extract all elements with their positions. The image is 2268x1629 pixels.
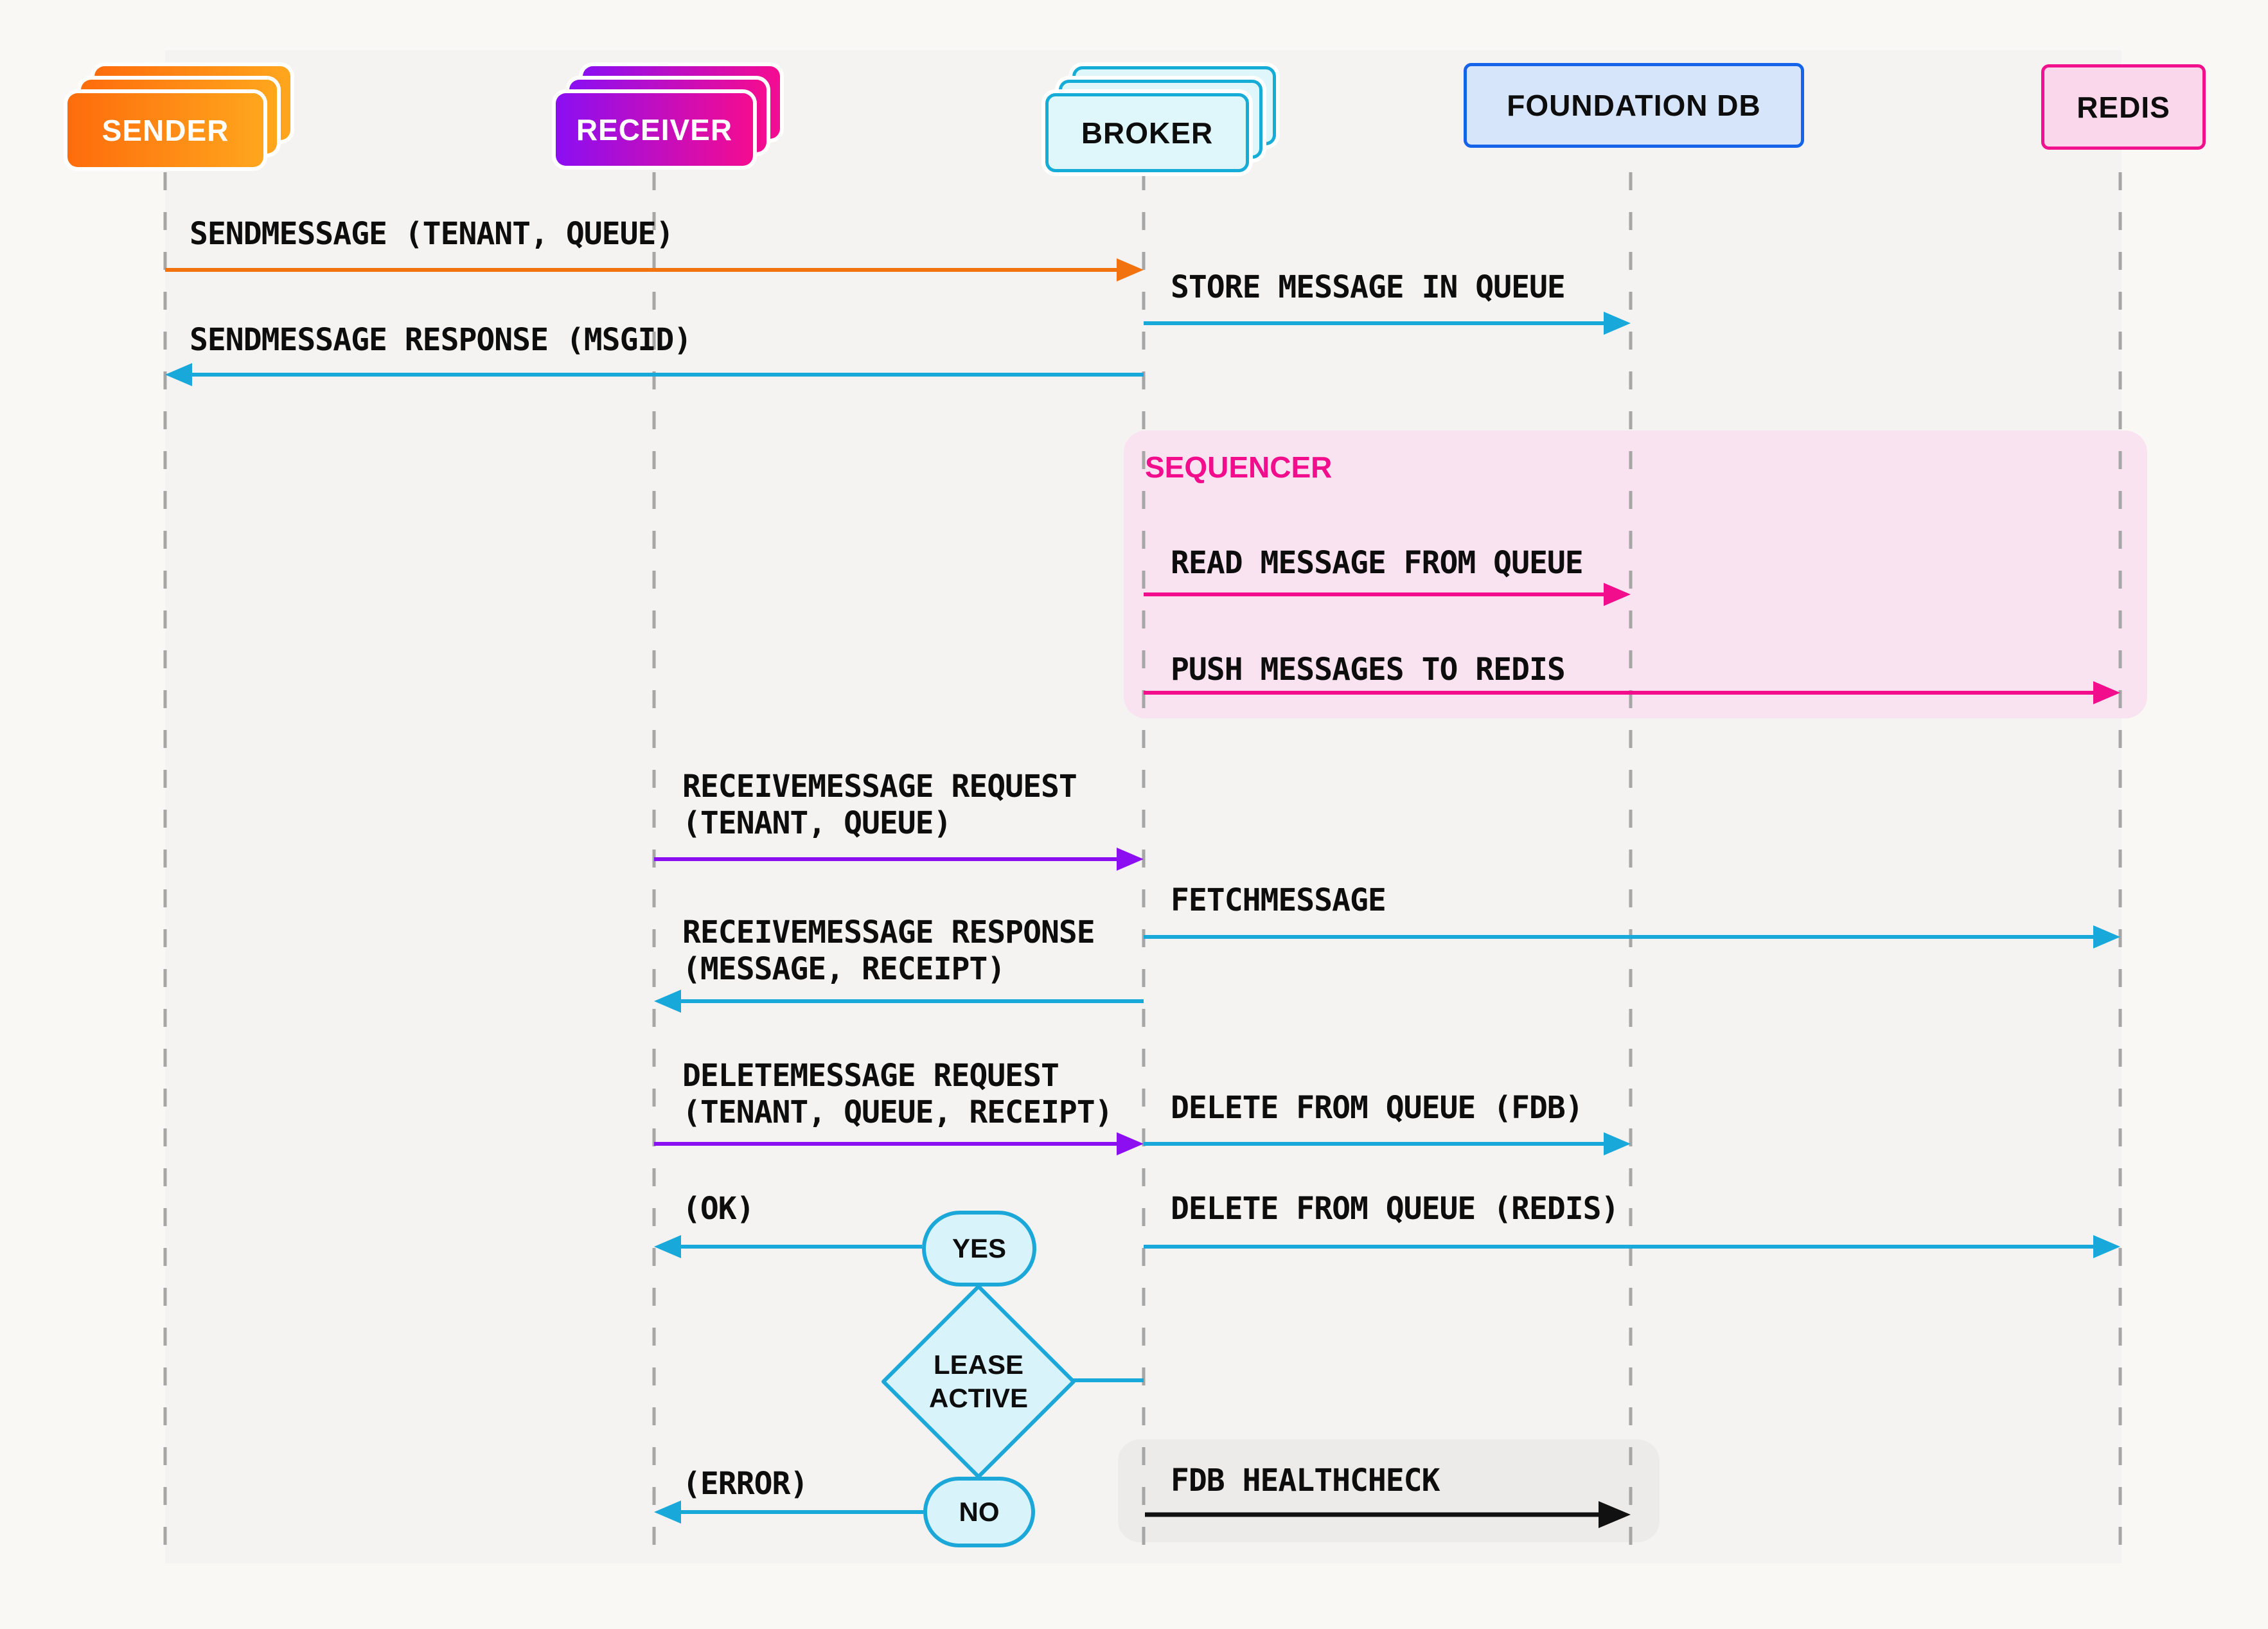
send-message-label: SENDMESSAGE (TENANT, QUEUE): [190, 216, 674, 252]
recv-response-label: RECEIVEMESSAGE RESPONSE (MESSAGE, RECEIP…: [682, 914, 1095, 987]
sequencer-group-title: SEQUENCER: [1145, 450, 1333, 484]
read-queue-arrowhead-icon: [1604, 583, 1631, 606]
fetch-message-label: FETCHMESSAGE: [1171, 882, 1386, 918]
actor-sender: SENDER: [67, 93, 263, 167]
delete-redis-arrowhead-icon: [2093, 1235, 2120, 1258]
sequencer-group-panel: [1124, 431, 2147, 718]
fdb-healthcheck-arrowhead-icon: [1599, 1501, 1631, 1528]
lease-active-decision-label: LEASE ACTIVE: [928, 1349, 1028, 1413]
actor-receiver: RECEIVER: [556, 93, 753, 166]
recv-request-label: RECEIVEMESSAGE REQUEST (TENANT, QUEUE): [682, 769, 1077, 841]
actor-foundationdb: FOUNDATION DB: [1464, 63, 1804, 148]
actor-broker: BROKER: [1045, 93, 1249, 172]
actor-broker-label: BROKER: [1081, 116, 1214, 150]
delete-fdb-label: DELETE FROM QUEUE (FDB): [1171, 1090, 1584, 1126]
decision-yes-pill: YES: [922, 1211, 1036, 1286]
delete-request-arrowhead-icon: [1117, 1132, 1144, 1155]
recv-request-arrowhead-icon: [1117, 848, 1144, 871]
delete-fdb-arrowhead-icon: [1604, 1132, 1631, 1155]
fetch-message-arrowhead-icon: [2093, 925, 2120, 948]
delete-redis-label: DELETE FROM QUEUE (REDIS): [1171, 1191, 1619, 1227]
delete-request-label: DELETEMESSAGE REQUEST (TENANT, QUEUE, RE…: [682, 1058, 1113, 1130]
fdb-healthcheck-label: FDB HEALTHCHECK: [1171, 1463, 1440, 1499]
send-response-arrowhead-icon: [165, 363, 192, 386]
fdb-healthcheck-panel: [1118, 1439, 1660, 1542]
store-message-label: STORE MESSAGE IN QUEUE: [1171, 269, 1566, 305]
actor-redis-label: REDIS: [2077, 90, 2170, 124]
recv-response-arrowhead-icon: [654, 990, 681, 1013]
error-response-label: (ERROR): [682, 1466, 808, 1502]
push-redis-arrowhead-icon: [2093, 681, 2120, 704]
push-redis-label: PUSH MESSAGES TO REDIS: [1171, 652, 1566, 688]
ok-response-arrowhead-icon: [654, 1235, 681, 1258]
actor-foundationdb-label: FOUNDATION DB: [1507, 89, 1761, 122]
send-message-arrowhead-icon: [1117, 258, 1144, 281]
ok-response-label: (OK): [682, 1191, 755, 1227]
read-queue-label: READ MESSAGE FROM QUEUE: [1171, 545, 1584, 581]
store-message-arrowhead-icon: [1604, 312, 1631, 335]
decision-yes-label: YES: [952, 1233, 1007, 1263]
decision-no-pill: NO: [923, 1477, 1035, 1547]
actor-receiver-label: RECEIVER: [576, 112, 733, 147]
actor-sender-label: SENDER: [102, 113, 229, 147]
actor-redis: REDIS: [2041, 64, 2206, 150]
error-response-arrowhead-icon: [654, 1500, 681, 1524]
send-response-label: SENDMESSAGE RESPONSE (MSGID): [190, 322, 692, 358]
decision-no-label: NO: [959, 1497, 1000, 1527]
